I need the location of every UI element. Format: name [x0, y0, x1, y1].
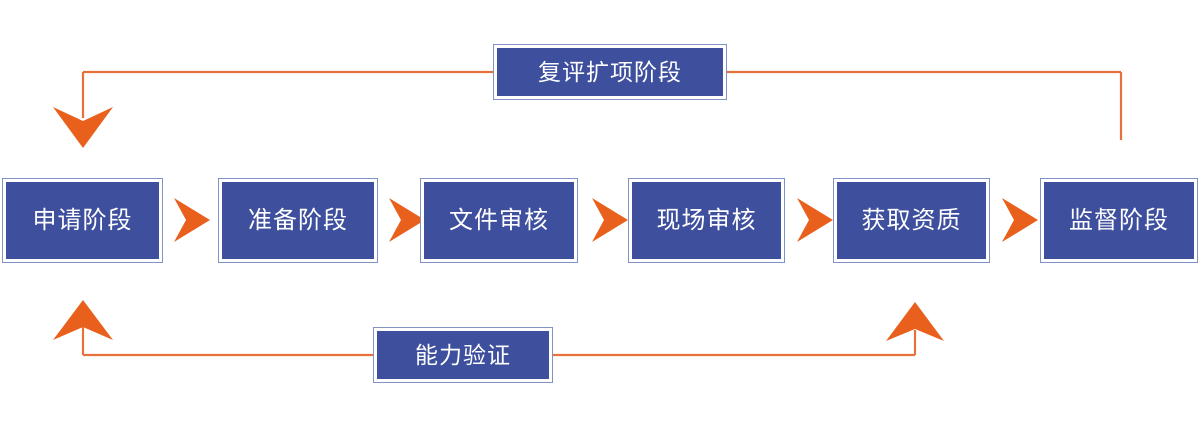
node-label: 监督阶段 [1069, 206, 1169, 234]
node-label: 文件审核 [449, 206, 549, 234]
chevron-right-icon-3 [592, 198, 628, 242]
node-competency-verification[interactable]: 能力验证 [373, 327, 553, 383]
competency-loop-connector [53, 300, 944, 357]
node-onsite-review[interactable]: 现场审核 [628, 178, 785, 263]
node-supervision-stage[interactable]: 监督阶段 [1040, 178, 1198, 263]
chevron-right-icon-2 [389, 198, 425, 242]
node-label: 能力验证 [415, 341, 511, 368]
node-obtain-qualification[interactable]: 获取资质 [833, 178, 990, 263]
node-label: 准备阶段 [248, 206, 348, 234]
arrowhead-up-left-icon [53, 300, 113, 340]
node-document-review[interactable]: 文件审核 [420, 178, 578, 263]
node-application-stage[interactable]: 申请阶段 [2, 178, 163, 263]
node-preparation-stage[interactable]: 准备阶段 [218, 178, 378, 263]
arrowhead-down-icon [53, 107, 113, 148]
chevron-right-icon-5 [1002, 198, 1038, 242]
arrowhead-up-right-icon [886, 302, 944, 341]
node-recert-expansion-stage[interactable]: 复评扩项阶段 [493, 44, 727, 100]
node-label: 复评扩项阶段 [538, 58, 682, 85]
node-label: 获取资质 [861, 206, 962, 234]
chevron-right-icon-1 [174, 198, 210, 242]
chevron-right-icon-4 [797, 198, 833, 242]
recert-loop-connector [53, 70, 1123, 148]
node-label: 申请阶段 [32, 206, 133, 234]
node-label: 现场审核 [656, 206, 757, 234]
